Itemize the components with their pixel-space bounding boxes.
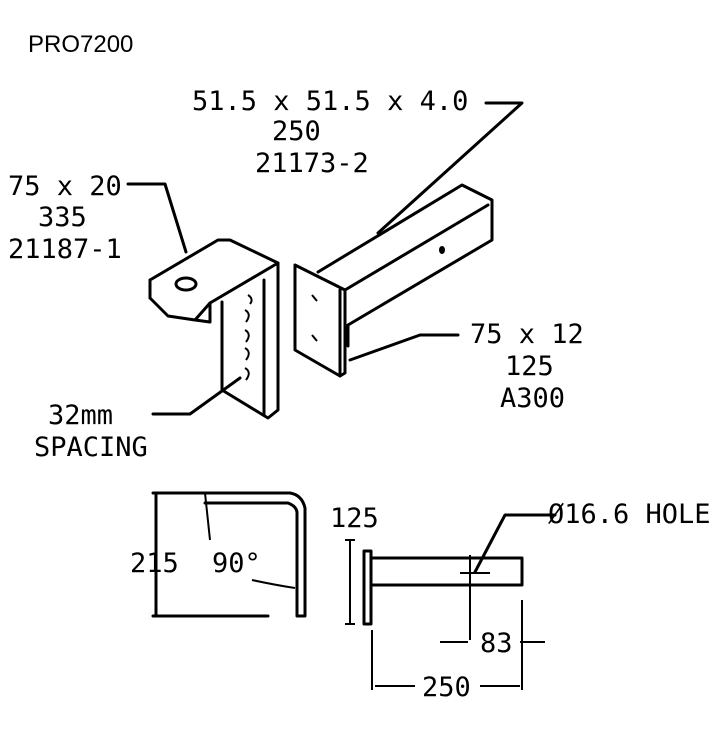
drawing-title: PRO7200 xyxy=(28,31,133,58)
plate-height-dim: 125 xyxy=(330,503,379,534)
tube-part-label: 21173-2 xyxy=(255,148,369,179)
tube-isometric xyxy=(293,183,494,378)
angle-dim: 90° xyxy=(212,548,261,579)
bracket-isometric xyxy=(148,238,280,420)
hole-offset-dim: 83 xyxy=(480,628,513,659)
tube-length-label: 250 xyxy=(272,116,321,147)
tube-side-view xyxy=(345,513,557,690)
plate-length-label: 125 xyxy=(505,351,554,382)
bracket-height-dim: 215 xyxy=(130,548,179,579)
spacing-leader-line xyxy=(151,376,242,416)
tube-size-label: 51.5 x 51.5 x 4.0 xyxy=(192,86,468,117)
spacing-label-2: SPACING xyxy=(34,432,148,463)
plate-grade-label: A300 xyxy=(500,383,565,414)
tube-leader-line xyxy=(376,101,524,235)
tube-length-dim: 250 xyxy=(422,672,471,703)
plate-leader-line xyxy=(348,333,460,362)
bracket-side-view xyxy=(151,491,307,618)
spacing-label: 32mm xyxy=(48,400,113,431)
bracket-length-label: 335 xyxy=(38,202,87,233)
bracket-leader-line xyxy=(126,182,188,254)
plate-size-label: 75 x 12 xyxy=(470,319,584,350)
bracket-part-label: 21187-1 xyxy=(8,234,122,265)
hole-dim: Ø16.6 HOLE xyxy=(548,499,711,530)
bracket-size-label: 75 x 20 xyxy=(8,171,122,202)
